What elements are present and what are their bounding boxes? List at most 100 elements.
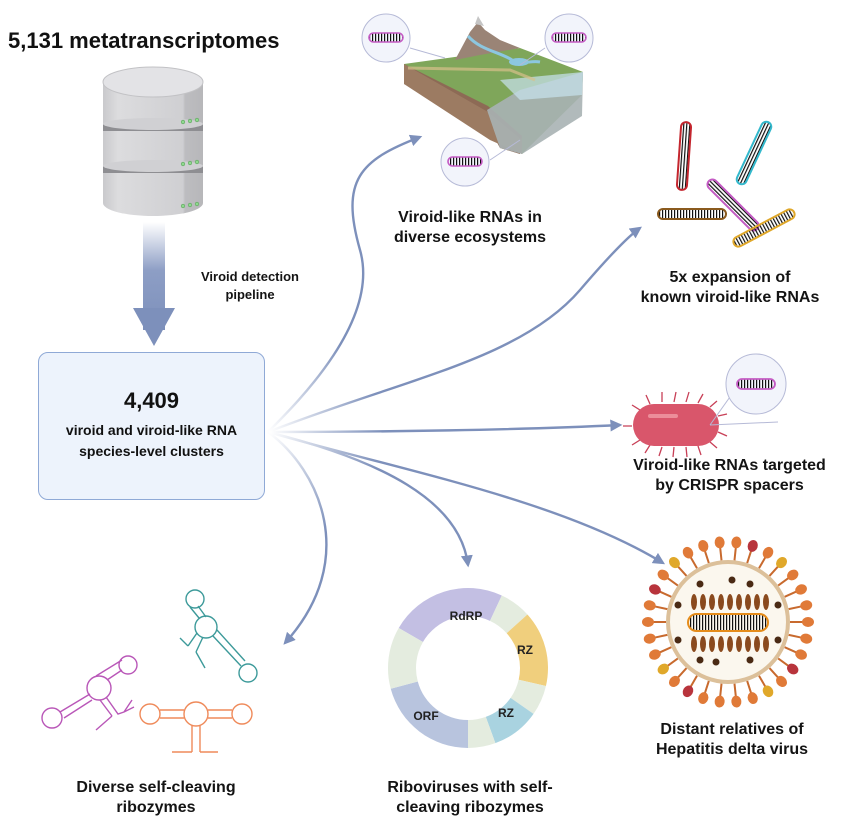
spike-head — [714, 536, 725, 549]
hdv-antigen — [727, 636, 733, 652]
spike-stem — [788, 605, 803, 611]
hdv-antigen — [718, 636, 724, 652]
spike-head — [657, 569, 669, 581]
spike-head — [776, 556, 788, 569]
hdv-antigen-node — [696, 656, 704, 664]
spike-stem — [703, 549, 710, 564]
spike-stem — [777, 657, 791, 668]
outcome-line1: Distant relatives of — [660, 721, 804, 738]
spike-head — [714, 695, 725, 708]
spike-stem — [719, 683, 723, 698]
ribozyme-teal — [179, 589, 258, 683]
outcome-line1: Viroid-like RNAs targeted — [633, 457, 826, 474]
spike-stem — [653, 633, 668, 639]
hdv-antigen — [700, 594, 706, 610]
spike-head — [668, 675, 680, 688]
ring-segment-label: RZ — [498, 706, 514, 720]
hdv-antigen — [709, 594, 715, 610]
hdv-antigen — [727, 594, 733, 610]
spike-head — [795, 584, 807, 595]
outcome-line1: Diverse self-cleaving — [76, 779, 236, 796]
hdv-antigen — [763, 594, 769, 610]
spike-stem — [758, 675, 767, 689]
spike-head — [649, 584, 661, 595]
spike-head — [731, 536, 742, 549]
spike-head — [642, 617, 654, 627]
pipeline-label-line1: Viroid detection — [201, 269, 299, 284]
spike-stem — [784, 590, 798, 598]
arrow-to-riboviruses — [267, 430, 473, 568]
ring-spacer-segment — [468, 716, 496, 748]
hdv-antigen-node — [674, 636, 682, 644]
database-icon — [102, 66, 204, 216]
spike-stem — [689, 675, 698, 689]
pipeline-label: Viroid detection pipeline — [185, 268, 315, 304]
ring-segment-label: ORF — [413, 709, 438, 723]
outcome-line2: diverse ecosystems — [393, 229, 547, 246]
ribozyme-structures-icon — [41, 589, 258, 753]
outcome-line1: Viroid-like RNAs in — [398, 209, 542, 226]
hdv-antigen-node — [696, 580, 704, 588]
arrow-to-ribozymes — [267, 431, 328, 645]
spike-stem — [784, 646, 798, 654]
spike-head — [643, 600, 656, 611]
spike-head — [800, 600, 813, 611]
hdv-antigen — [691, 636, 697, 652]
spike-stem — [676, 564, 688, 577]
spike-head — [762, 546, 774, 559]
spike-stem — [689, 555, 698, 569]
spike-stem — [665, 657, 679, 668]
spike-stem — [733, 546, 737, 561]
ring-spacer-segment — [387, 628, 423, 689]
spike-head — [747, 692, 758, 704]
spike-head — [731, 695, 742, 708]
ring-segment-orf — [390, 681, 468, 748]
spike-stem — [788, 633, 803, 639]
spike-stem — [703, 680, 710, 695]
spike-head — [747, 540, 758, 552]
ring-spacer-segment — [510, 679, 546, 714]
spike-head — [800, 633, 813, 644]
spike-stem — [733, 683, 737, 698]
hdv-antigen — [736, 636, 742, 652]
ring-segment-rz — [485, 697, 534, 744]
bacterium-icon — [623, 353, 787, 458]
hdv-antigen — [718, 594, 724, 610]
hdv-antigen — [691, 594, 697, 610]
hdv-antigen-node — [774, 601, 782, 609]
outcome-line2: cleaving ribozymes — [396, 799, 544, 816]
pipeline-arrow — [133, 222, 175, 346]
spike-head — [698, 540, 709, 552]
spike-stem — [768, 564, 780, 577]
ring-segment-label: RZ — [517, 643, 533, 657]
spike-head — [657, 663, 669, 675]
hdv-antigen — [736, 594, 742, 610]
spike-head — [649, 649, 661, 660]
ring-spacer-segment — [489, 595, 528, 634]
outcome-label-crispr: Viroid-like RNAs targeted by CRISPR spac… — [617, 456, 842, 496]
spike-head — [643, 633, 656, 644]
outcome-line2: known viroid-like RNAs — [640, 289, 820, 306]
hdv-antigen — [745, 636, 751, 652]
cluster-summary-box: 4,409 viroid and viroid-like RNA species… — [38, 352, 265, 500]
spike-stem — [653, 605, 668, 611]
spike-stem — [768, 667, 780, 680]
arrow-to-crispr — [267, 419, 623, 434]
outcome-line2: Hepatitis delta virus — [655, 741, 809, 758]
spike-head — [682, 685, 694, 698]
virus-particle-icon — [642, 536, 814, 708]
cluster-description: viroid and viroid-like RNA species-level… — [39, 420, 264, 462]
spike-head — [762, 685, 774, 698]
cluster-count: 4,409 — [123, 388, 180, 413]
outcome-line1: Riboviruses with self- — [387, 779, 553, 796]
spike-stem — [746, 680, 753, 695]
spike-stem — [665, 576, 679, 587]
hdv-antigen-node — [774, 636, 782, 644]
outcome-label-ribozymes: Diverse self-cleaving ribozymes — [56, 778, 256, 818]
spike-head — [795, 649, 807, 660]
ribozyme-orange — [139, 701, 253, 753]
ring-segment-rdrp — [398, 587, 502, 642]
spike-head — [776, 675, 788, 688]
